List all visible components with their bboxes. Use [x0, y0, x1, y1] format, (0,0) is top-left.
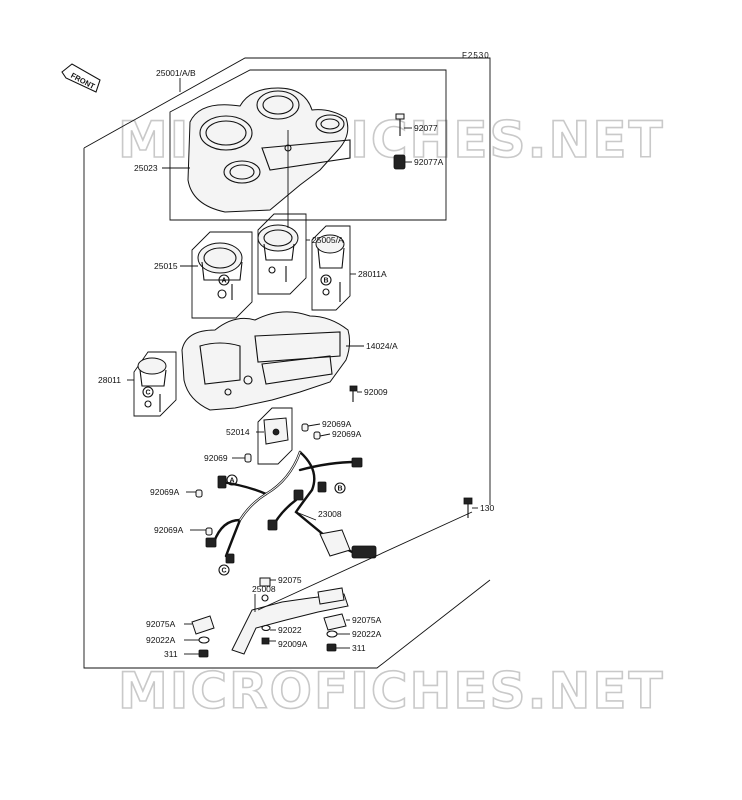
switch-52014 [263, 417, 289, 445]
label-23008: 23008 [318, 509, 342, 519]
callout-b-upper: B [320, 274, 332, 286]
meter-cover-group-box [169, 69, 447, 221]
gauge-28011A [315, 234, 345, 302]
svg-text:C: C [146, 390, 151, 397]
label-92077A: 92077A [414, 157, 444, 167]
label-92022A-left: 92022A [146, 635, 176, 645]
front-arrow-icon: FRONT [61, 63, 101, 93]
label-25015: 25015 [154, 261, 178, 271]
bulb-92069A-d [205, 527, 213, 536]
washer-92022A-right [326, 630, 338, 638]
meter-cover [187, 87, 351, 213]
bulb-92069 [244, 453, 252, 463]
label-25008: 25008 [252, 584, 276, 594]
callout-a-upper: A [218, 274, 230, 286]
speedometer [257, 224, 299, 282]
bulb-92069A-b [313, 431, 321, 440]
assembly-frame [83, 57, 491, 669]
label-92069A-4: 92069A [154, 525, 184, 535]
label-92075: 92075 [278, 575, 302, 585]
label-52014: 52014 [226, 427, 250, 437]
bulb-92069A-a [301, 423, 309, 432]
label-311-right: 311 [352, 643, 366, 653]
washer-92022A-left [198, 636, 210, 644]
washer-92022 [261, 624, 271, 632]
damper-92075A-right [323, 613, 347, 631]
bolt-92009A [261, 637, 270, 645]
label-92075A-left: 92075A [146, 619, 176, 629]
speedometer-group-box [257, 213, 307, 295]
callout-c-upper: C [142, 386, 154, 398]
bolt-92077 [395, 113, 405, 136]
svg-text:B: B [324, 278, 329, 285]
label-25001: 25001/A/B [156, 68, 196, 78]
label-92009A: 92009A [278, 639, 308, 649]
meter-case [181, 311, 351, 411]
grommet-92077A [393, 154, 406, 170]
label-92022: 92022 [278, 625, 302, 635]
damper-92075A-left [191, 615, 215, 635]
label-92069A-1: 92069A [322, 419, 352, 429]
svg-text:C: C [222, 568, 227, 575]
label-92069A-3: 92069A [150, 487, 180, 497]
label-25005: 25005/A [312, 235, 344, 245]
svg-text:A: A [222, 278, 227, 285]
watermark-bottom: MICROFICHES.NET [118, 662, 665, 720]
callout-a-lower: A [226, 474, 238, 486]
label-92022A-right: 92022A [352, 629, 382, 639]
label-28011: 28011 [98, 375, 121, 385]
label-92069A-2: 92069A [332, 429, 362, 439]
leader-lines [127, 78, 478, 655]
svg-text:A: A [230, 478, 235, 485]
figure-code: F2530 [462, 51, 490, 60]
gauge-28011-box [133, 351, 177, 417]
callout-c-left: C [218, 564, 230, 576]
label-92075A-right: 92075A [352, 615, 382, 625]
screw-130 [463, 497, 473, 518]
tachometer [197, 242, 243, 300]
callout-b-lower: B [334, 482, 346, 494]
wiring-harness [205, 450, 377, 564]
label-92009: 92009 [364, 387, 388, 397]
label-14024: 14024/A [366, 341, 398, 351]
tachometer-group-box [191, 231, 253, 319]
label-28011A: 28011A [358, 269, 387, 279]
label-25023: 25023 [134, 163, 158, 173]
label-311-left: 311 [164, 649, 178, 659]
svg-text:B: B [338, 486, 343, 493]
nut-311-left [198, 649, 209, 658]
nut-311-right [326, 643, 337, 652]
label-92077: 92077 [414, 123, 438, 133]
bulb-92069A-c [195, 489, 203, 498]
switch-52014-box [257, 407, 293, 465]
label-130: 130 [480, 503, 494, 513]
gauge-28011A-box [311, 225, 351, 311]
label-92069: 92069 [204, 453, 228, 463]
gauge-28011 [137, 357, 167, 412]
bolt-92009 [349, 385, 358, 402]
